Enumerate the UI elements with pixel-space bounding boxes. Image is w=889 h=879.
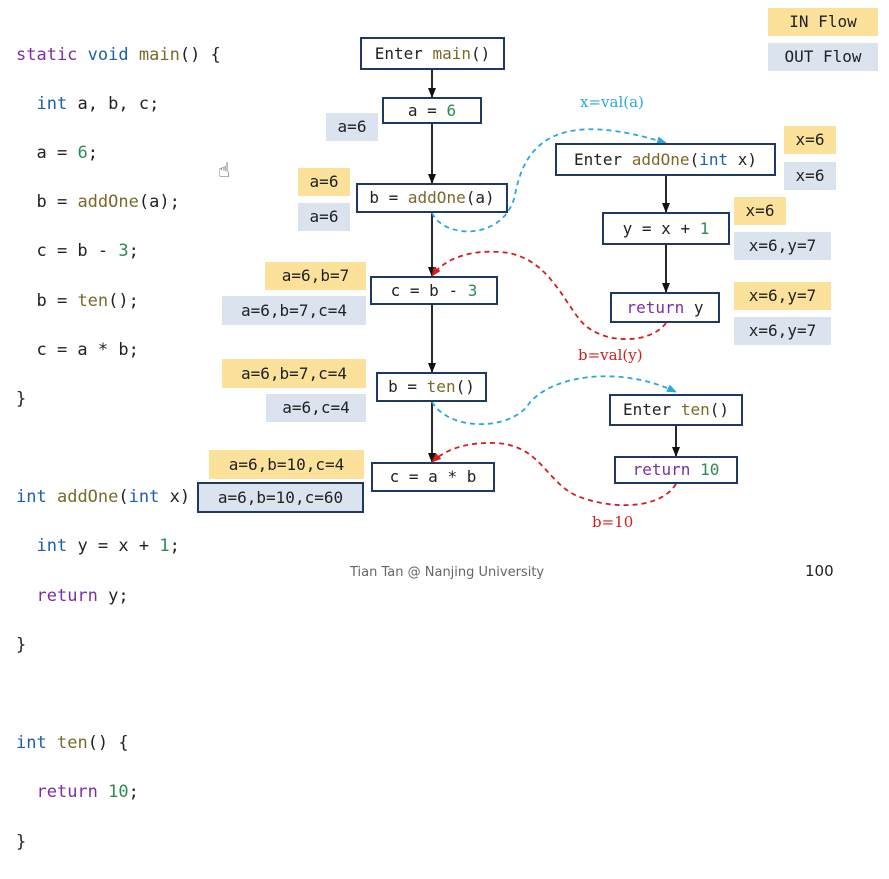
flow-edges <box>428 70 680 507</box>
code-line-assign-b2: b = ten(); <box>36 290 139 311</box>
in-fact-b-ten: a=6,b=7,c=4 <box>222 359 366 388</box>
legend-out-flow: OUT Flow <box>768 43 878 71</box>
node-c-a-b: c = a * b <box>371 462 495 492</box>
node-enter-addone: Enter addOne(int x) <box>555 143 776 176</box>
page-number: 100 <box>805 562 834 580</box>
code-line-assign-c: c = b - 3; <box>36 241 139 262</box>
out-fact-enter-addone: x=6 <box>784 162 836 190</box>
code-line-main-signature: static void main() { <box>16 44 221 65</box>
node-y-x-1: y = x + 1 <box>602 212 730 245</box>
code-line-close-main: } <box>16 388 27 409</box>
call-edge-ten <box>431 375 677 426</box>
return-edge-ten <box>431 442 677 507</box>
code-line-assign-c2: c = a * b; <box>36 339 139 360</box>
node-enter-main: Enter main() <box>360 37 505 70</box>
call-edge-addone <box>431 128 667 233</box>
node-enter-ten: Enter ten() <box>609 394 743 426</box>
code-line-close-ten: } <box>16 831 27 852</box>
out-fact-c-a-b: a=6,b=10,c=60 <box>197 482 364 513</box>
node-a-6: a = 6 <box>382 97 482 124</box>
code-line-addone-signature: int addOne(int x) { <box>16 487 211 508</box>
in-fact-c-a-b: a=6,b=10,c=4 <box>209 450 364 479</box>
node-return-y: return y <box>610 292 720 323</box>
code-line-decl: int a, b, c; <box>36 93 160 114</box>
code-line-ten-signature: int ten() { <box>16 733 129 754</box>
out-fact-y-x-1: x=6,y=7 <box>734 232 831 260</box>
return-label-ten: b=10 <box>592 513 634 531</box>
legend-in-flow: IN Flow <box>768 8 878 36</box>
in-fact-enter-addone: x=6 <box>784 126 836 154</box>
code-line-addone-return: return y; <box>36 585 129 606</box>
node-b-ten: b = ten() <box>376 372 487 402</box>
code-line-addone-body: int y = x + 1; <box>36 536 180 557</box>
out-fact-c-b-3: a=6,b=7,c=4 <box>222 296 366 325</box>
out-fact-b-ten: a=6,c=4 <box>266 394 366 422</box>
return-label-addone: b=val(y) <box>578 346 643 364</box>
hand-cursor-icon: ☝ <box>218 158 231 182</box>
call-label-addone: x=val(a) <box>580 93 644 111</box>
in-fact-y-x-1: x=6 <box>734 197 786 225</box>
out-fact-a6: a=6 <box>326 113 378 141</box>
in-fact-b-addone: a=6 <box>298 168 350 196</box>
out-fact-b-addone: a=6 <box>298 203 350 231</box>
node-return-10: return 10 <box>614 456 738 484</box>
in-fact-return-y: x=6,y=7 <box>734 282 831 310</box>
node-c-b-3: c = b - 3 <box>370 276 498 305</box>
code-line-ten-return: return 10; <box>36 782 139 803</box>
node-b-addone: b = addOne(a) <box>356 183 508 213</box>
return-edge-addone <box>431 250 667 340</box>
code-line-assign-b: b = addOne(a); <box>36 192 180 213</box>
out-fact-return-y: x=6,y=7 <box>734 317 831 345</box>
in-fact-c-b-3: a=6,b=7 <box>265 262 366 290</box>
code-line-close-addone: } <box>16 634 27 655</box>
footer-credit: Tian Tan @ Nanjing University <box>350 565 545 580</box>
code-line-assign-a: a = 6; <box>36 142 98 163</box>
